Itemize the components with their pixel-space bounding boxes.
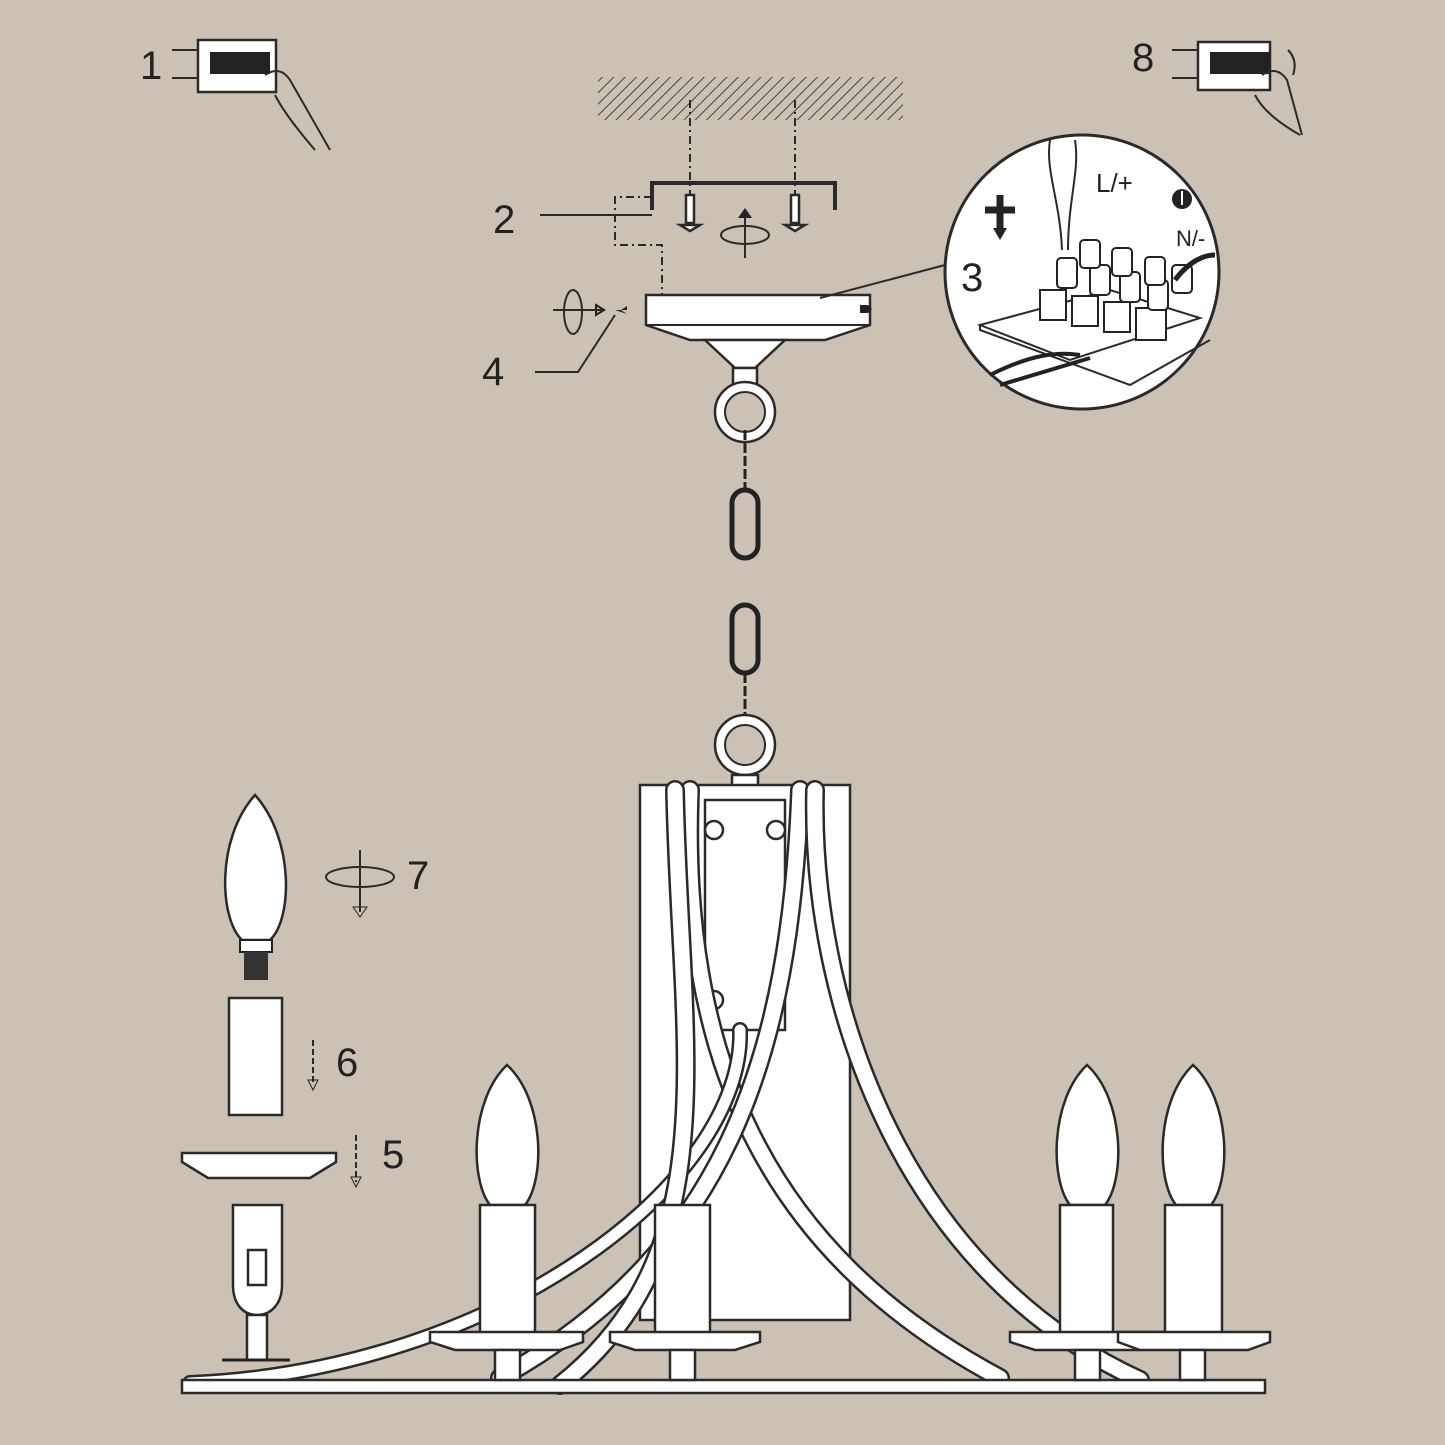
- rotate-icon: [553, 289, 606, 335]
- candle-arm: [428, 1063, 585, 1382]
- set-screw-icon: [615, 305, 872, 314]
- lamp-holder: [222, 1203, 290, 1362]
- down-arrow-icon: [307, 1040, 319, 1092]
- neutral-label: N/-: [1176, 226, 1206, 251]
- breaker-on-icon: [1172, 40, 1303, 136]
- wiring-detail: [943, 133, 1221, 411]
- rotate-icon: [325, 850, 395, 918]
- breaker-off-icon: [172, 38, 331, 151]
- step-4-label: 4: [482, 350, 505, 394]
- candle-arm: [1116, 1063, 1272, 1382]
- rotate-icon: [720, 208, 770, 258]
- step-2-label: 2: [493, 198, 516, 242]
- down-arrow-icon: [350, 1135, 362, 1189]
- candle-sleeve: [227, 996, 284, 1117]
- step-7-label: 7: [407, 854, 430, 898]
- mounting-bracket: [650, 181, 837, 210]
- screw-icon: [780, 193, 810, 233]
- step-1-label: 1: [140, 44, 163, 88]
- bobeche: [180, 1151, 338, 1180]
- ceiling: [598, 77, 903, 120]
- live-label: L/+: [1096, 168, 1133, 198]
- canopy: [644, 293, 872, 342]
- step-6-label: 6: [336, 1041, 359, 1085]
- chain: [729, 430, 761, 730]
- bulb: [224, 793, 288, 980]
- step-8-label: 8: [1132, 36, 1155, 80]
- screw-icon: [675, 193, 705, 233]
- step-5-label: 5: [382, 1133, 405, 1177]
- candle-arm: [608, 1203, 762, 1382]
- step-3-label: 3: [961, 256, 984, 300]
